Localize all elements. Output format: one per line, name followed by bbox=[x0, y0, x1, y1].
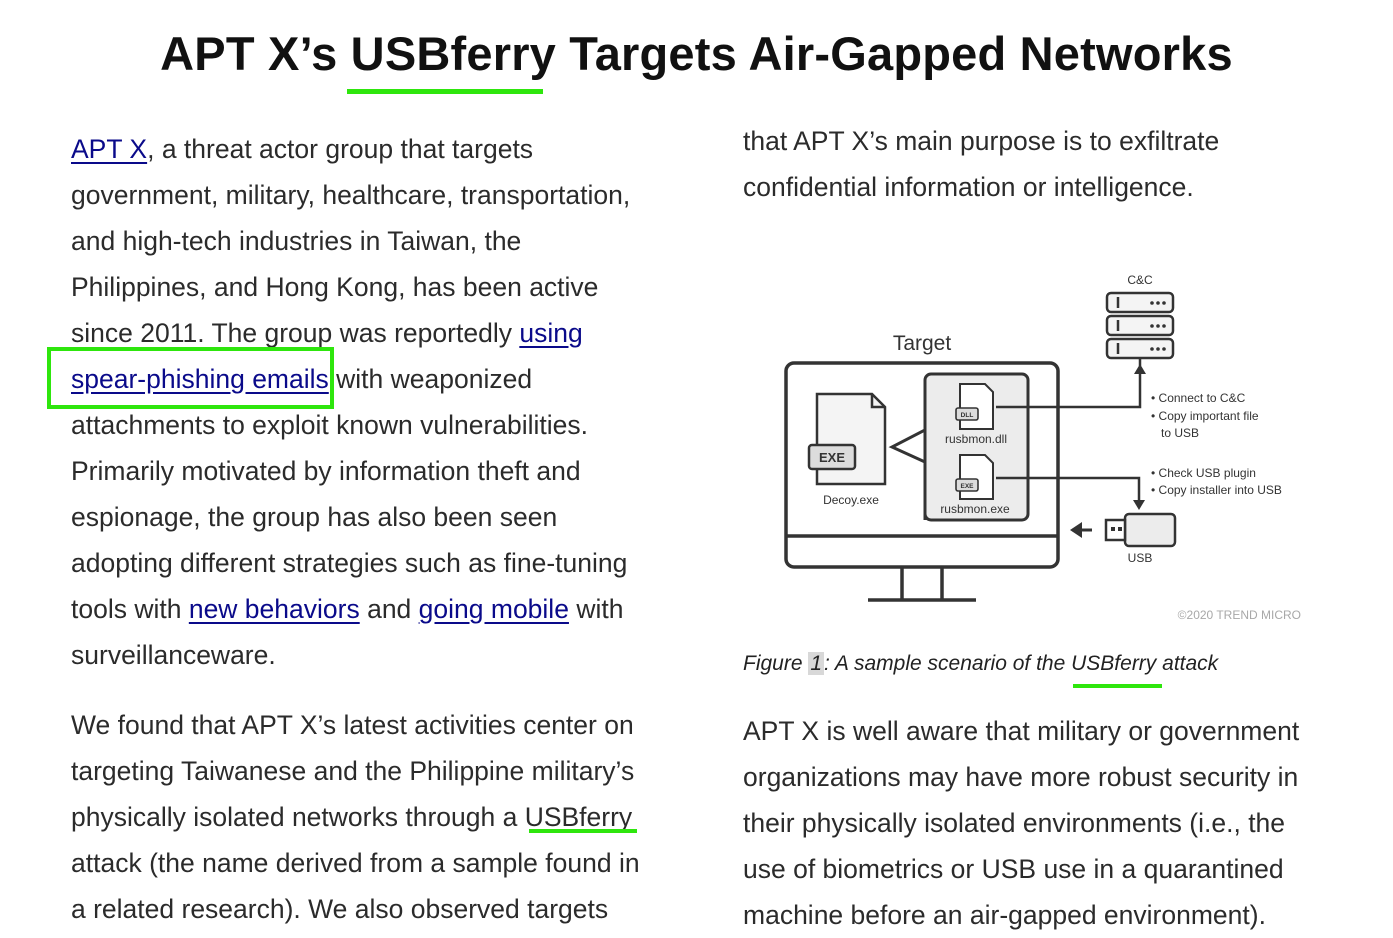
note-copy-file: • Copy important file bbox=[1151, 409, 1259, 423]
caption-figure-number: 1 bbox=[808, 652, 825, 675]
note-connect-cc: • Connect to C&C bbox=[1151, 391, 1246, 405]
right-paragraph-2: APT X is well aware that military or gov… bbox=[743, 708, 1363, 938]
text: and high-tech industries in Taiwan, the bbox=[71, 226, 522, 256]
caption-usbferry-underline bbox=[1073, 684, 1162, 688]
cc-label: C&C bbox=[1127, 273, 1153, 287]
text: physically isolated networks through a bbox=[71, 802, 525, 832]
dll-file-icon bbox=[955, 383, 994, 430]
rusbmon-exe-label: rusbmon.exe bbox=[940, 502, 1010, 516]
text: a related research). We also observed ta… bbox=[71, 894, 609, 924]
usbferry-scenario-figure: C&C Target bbox=[770, 262, 1310, 632]
note-to-usb: to USB bbox=[1161, 426, 1199, 440]
text: APT X is well aware that military or gov… bbox=[743, 716, 1300, 746]
text: targeting Taiwanese and the Philippine m… bbox=[71, 756, 635, 786]
text: espionage, the group has also been seen bbox=[71, 502, 558, 532]
text: with weaponized bbox=[328, 364, 533, 394]
text: since 2011. The group was reportedly bbox=[71, 318, 520, 348]
usb-drive-icon bbox=[1104, 512, 1177, 548]
arrow-head-usb bbox=[1133, 500, 1145, 510]
left-paragraph-2: We found that APT X’s latest activities … bbox=[71, 702, 671, 932]
caption-text: attack bbox=[1156, 652, 1219, 675]
caption-usbferry-term: USBferry bbox=[1071, 652, 1157, 675]
figure-caption: Figure 1: A sample scenario of the USBfe… bbox=[743, 652, 1218, 676]
usbferry-highlight-underline bbox=[529, 829, 637, 833]
note-check-usb: • Check USB plugin bbox=[1151, 466, 1256, 480]
spear-phishing-highlight-box bbox=[47, 347, 334, 409]
page-title: APT X’s USBferry Targets Air-Gapped Netw… bbox=[160, 27, 1233, 80]
text: , a threat actor group that targets bbox=[147, 134, 534, 164]
text: We found that APT X’s latest activities … bbox=[71, 710, 634, 740]
text: organizations may have more robust secur… bbox=[743, 762, 1299, 792]
figure-copyright: ©2020 TREND MICRO bbox=[1178, 608, 1301, 622]
text: adopting different strategies such as fi… bbox=[71, 548, 628, 578]
arrow-head-cc bbox=[1134, 364, 1146, 374]
text: and bbox=[359, 594, 419, 624]
dll-badge: DLL bbox=[961, 412, 974, 419]
cc-server-icon bbox=[1105, 291, 1175, 360]
right-paragraph-1: that APT X’s main purpose is to exfiltra… bbox=[743, 118, 1343, 210]
right-column-bottom: APT X is well aware that military or gov… bbox=[743, 708, 1363, 938]
text: that APT X’s main purpose is to exfiltra… bbox=[743, 126, 1220, 156]
usb-label: USB bbox=[1128, 551, 1153, 565]
text: their physically isolated environments (… bbox=[743, 808, 1286, 838]
usb-arrow-head bbox=[1070, 522, 1082, 538]
exe-badge: EXE bbox=[819, 450, 845, 465]
text: attack (the name derived from a sample f… bbox=[71, 848, 640, 878]
arrow-to-usb bbox=[996, 476, 1141, 502]
decoy-file-icon bbox=[807, 392, 887, 486]
text: attachments to exploit known vulnerabili… bbox=[71, 410, 589, 440]
link-apt-x[interactable]: APT X bbox=[71, 134, 148, 164]
caption-text: Figure bbox=[743, 652, 809, 675]
left-paragraph-1: APT X, a threat actor group that targets… bbox=[71, 126, 671, 678]
left-column: APT X, a threat actor group that targets… bbox=[71, 126, 671, 932]
link-spear-phishing-emails[interactable]: spear-phishing emails bbox=[71, 364, 329, 394]
right-column-top: that APT X’s main purpose is to exfiltra… bbox=[743, 118, 1343, 210]
link-new-behaviors[interactable]: new behaviors bbox=[188, 594, 360, 624]
text: government, military, healthcare, transp… bbox=[71, 180, 631, 210]
exe-small-badge: EXE bbox=[960, 483, 974, 490]
text: machine before an air-gapped environment… bbox=[743, 900, 1266, 930]
arrow-to-cc bbox=[996, 370, 1142, 409]
text: surveillanceware. bbox=[71, 640, 276, 670]
usbferry-term: USBferry bbox=[524, 802, 633, 832]
figure-diagram: C&C Target bbox=[784, 273, 1301, 622]
link-going-mobile[interactable]: going mobile bbox=[418, 594, 569, 624]
rusbmon-dll-label: rusbmon.dll bbox=[945, 432, 1007, 446]
decoy-label: Decoy.exe bbox=[823, 493, 879, 507]
exe-file-icon bbox=[955, 454, 994, 500]
text: Primarily motivated by information theft… bbox=[71, 456, 581, 486]
text: with bbox=[568, 594, 624, 624]
text: tools with bbox=[71, 594, 189, 624]
text: use of biometrics or USB use in a quaran… bbox=[743, 854, 1284, 884]
title-highlight-underline bbox=[347, 89, 543, 94]
target-label: Target bbox=[893, 332, 952, 355]
server-dots bbox=[1150, 301, 1166, 351]
note-copy-installer: • Copy installer into USB bbox=[1151, 483, 1282, 497]
text: Philippines, and Hong Kong, has been act… bbox=[71, 272, 599, 302]
link-using[interactable]: using bbox=[519, 318, 583, 348]
caption-text: : A sample scenario of the bbox=[824, 652, 1072, 675]
payload-panel bbox=[923, 372, 1030, 522]
text: confidential information or intelligence… bbox=[743, 172, 1194, 202]
